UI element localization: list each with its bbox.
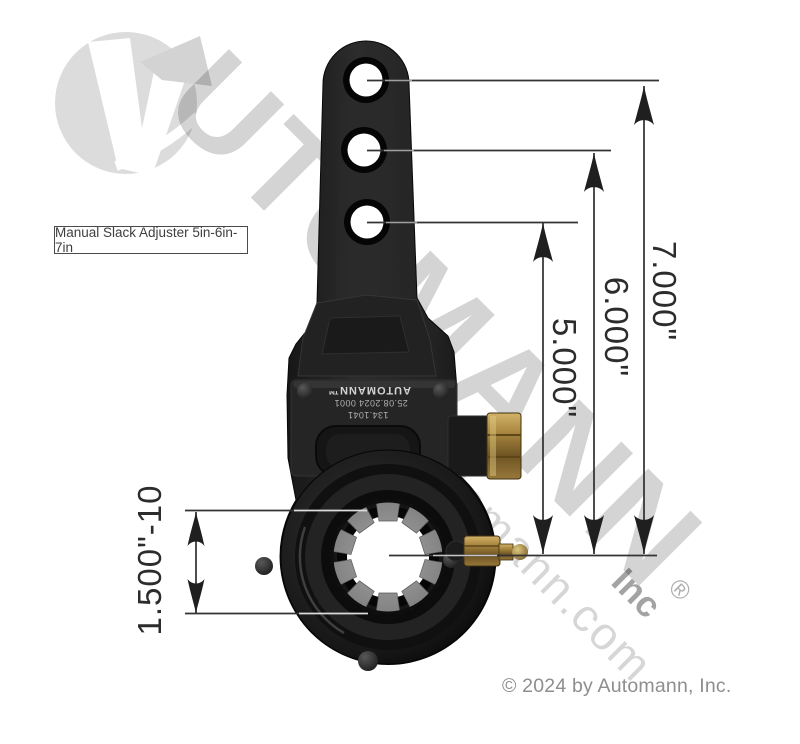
copyright-text: © 2024 by Automann, Inc. xyxy=(502,675,732,697)
rivet-left xyxy=(297,383,313,399)
housing-pin-left xyxy=(255,557,273,575)
product-label-text: Manual Slack Adjuster 5in-6in-7in xyxy=(55,225,238,255)
rivet-right xyxy=(433,383,449,399)
arm-hole-1 xyxy=(349,63,383,97)
spline-bore-hole xyxy=(347,516,429,598)
transition-pad xyxy=(321,315,410,355)
housing-pin-bottom xyxy=(358,651,378,671)
dimension-label-7in: 7.000" xyxy=(646,240,683,342)
product-label-box: Manual Slack Adjuster 5in-6in-7in xyxy=(54,225,248,255)
gear-housing xyxy=(255,449,496,671)
dimension-label-6in: 6.000" xyxy=(598,276,635,378)
dimension-label-spline: 1.500"-10 xyxy=(131,484,168,636)
adjusting-hex xyxy=(447,412,522,480)
dimension-label-5in: 5.000" xyxy=(546,317,583,419)
arm-hole-3 xyxy=(350,205,384,239)
arm-hole-2 xyxy=(347,133,381,167)
arm-holes xyxy=(341,57,390,245)
